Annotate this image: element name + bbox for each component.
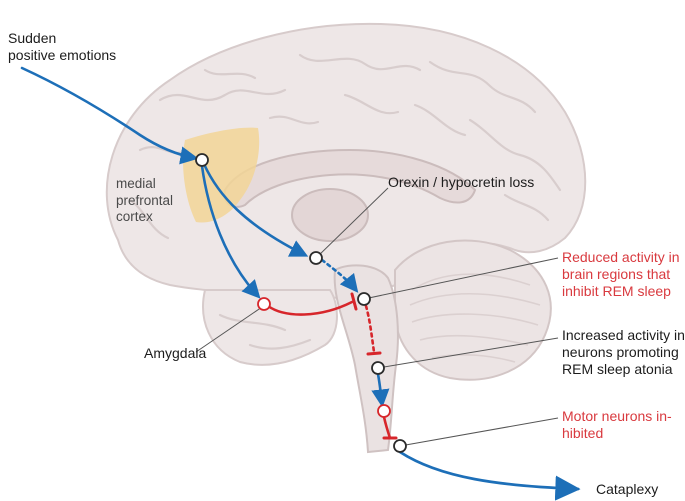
motor-neurons-label: Motor neurons in- hibited — [562, 408, 672, 442]
reduced-activity-node — [357, 292, 371, 306]
motor-neurons-leader-line — [399, 417, 559, 447]
reduced-activity-line-1: Reduced activity in — [562, 249, 680, 265]
thalamus-shape — [291, 188, 369, 242]
motor-neurons-line-1: Motor neurons in- — [562, 408, 672, 424]
increased-activity-node — [371, 361, 385, 375]
trigger-label-line-2: positive emotions — [8, 47, 117, 63]
reduced-activity-line-2: brain regions that — [562, 266, 671, 282]
brain-illustration — [105, 22, 587, 454]
cerebellum-shape — [394, 239, 552, 381]
mpfc-label-line-2: prefrontal — [116, 192, 174, 208]
increased-activity-line-3: REM sleep atonia — [562, 361, 673, 377]
orexin-to-reduced-dotted-arrow — [320, 258, 359, 293]
orexin-label: Orexin / hypocretin loss — [388, 174, 534, 191]
gyri-texture — [128, 53, 562, 350]
temporal-lobe-shape — [202, 289, 338, 366]
amygdala-label-text: Amygdala — [144, 345, 207, 361]
amygdala-node — [257, 297, 271, 311]
output-node — [393, 439, 407, 453]
pathway — [20, 66, 581, 501]
medial-prefrontal-highlight — [183, 127, 260, 223]
prefrontal-to-amygdala-arrow — [200, 164, 261, 299]
reduced-activity-line-3: inhibit REM sleep — [562, 283, 671, 299]
mpfc-label-line-3: cortex — [116, 209, 153, 224]
orexin-label-text: Orexin / hypocretin loss — [388, 174, 535, 190]
reduced-activity-label: Reduced activity in brain regions that i… — [562, 249, 680, 300]
trigger-label: Sudden positive emotions — [8, 30, 116, 64]
amygdala-inhibitory-arrow — [266, 300, 354, 316]
amygdala-leader-line — [195, 304, 266, 353]
cataplexy-output-arrow — [398, 450, 581, 501]
trigger-label-line-1: Sudden — [8, 30, 57, 46]
increased-activity-label: Increased activity in neurons promoting … — [562, 327, 685, 378]
increased-activity-leader-line — [377, 337, 559, 369]
amygdala-label: Amygdala — [144, 345, 206, 362]
motor-neuron-node — [377, 404, 391, 418]
increased-to-motor-arrow — [371, 372, 390, 408]
mpfc-label-line-1: medial — [116, 176, 156, 191]
outcome-label: Cataplexy — [596, 481, 658, 498]
emotion-input-arrow — [20, 66, 199, 165]
increased-activity-line-2: neurons promoting — [562, 344, 679, 360]
leader-lines — [195, 187, 559, 447]
cataplexy-label-text: Cataplexy — [596, 481, 659, 497]
amygdala-inhibitory-bar — [350, 292, 358, 311]
increased-inhibitory-bar — [366, 351, 382, 356]
corpus-callosum-shape — [223, 148, 477, 208]
reduced-to-increased-dotted-inhibition — [364, 304, 376, 354]
mpfc-label: medial prefrontal cortex — [116, 176, 173, 226]
orexin-leader-line — [315, 187, 389, 259]
nodes — [195, 153, 407, 453]
motor-inhibitory-line — [382, 415, 392, 440]
prefrontal-to-orexin-arrow — [202, 162, 309, 257]
reduced-activity-leader-line — [363, 257, 559, 300]
prefrontal-node — [195, 153, 209, 167]
increased-activity-line-1: Increased activity in — [562, 327, 685, 343]
cerebellum-folia — [409, 273, 541, 363]
orexin-node — [309, 251, 323, 265]
motor-neurons-line-2: hibited — [562, 425, 604, 441]
